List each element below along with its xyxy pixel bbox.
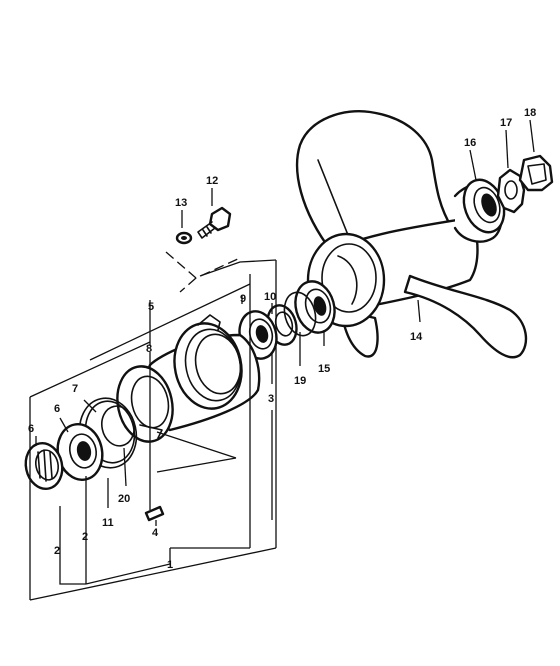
bearing-housing	[116, 314, 261, 443]
lock-washer-17	[496, 168, 526, 214]
callout-5: 5	[148, 301, 154, 313]
callout-2-right: 2	[82, 531, 88, 543]
callout-4: 4	[152, 527, 159, 539]
callout-14: 14	[410, 331, 423, 343]
callout-15: 15	[318, 363, 330, 375]
nut-13	[175, 231, 193, 245]
callout-12: 12	[206, 175, 218, 187]
bolt-12	[197, 206, 232, 239]
callout-2-left: 2	[54, 545, 60, 557]
propeller	[295, 110, 528, 359]
needle-bearing-2	[24, 441, 64, 491]
callout-11: 11	[102, 517, 114, 529]
callout-1: 1	[167, 559, 173, 571]
callout-10: 10	[264, 291, 276, 303]
callout-20: 20	[118, 493, 130, 505]
thrust-washer-16	[462, 178, 506, 234]
callout-labels: 1 2 2 3 4 5 6 6 7 8 9 10 11 12 13 14 15 …	[28, 107, 536, 571]
callout-19: 19	[294, 375, 306, 387]
callout-8: 8	[146, 343, 152, 355]
bearing-6	[56, 423, 104, 481]
callout-3: 3	[268, 393, 274, 405]
callout-18: 18	[524, 107, 536, 119]
bushing-15	[294, 280, 336, 334]
oring-20	[101, 405, 135, 447]
callout-7: 7	[72, 383, 78, 395]
callout-16: 16	[464, 137, 476, 149]
callout-17: 17	[500, 117, 512, 129]
leader-lines	[29, 119, 535, 601]
oring-10	[283, 291, 317, 337]
callout-13: 13	[175, 197, 187, 209]
callout-9: 9	[240, 293, 246, 305]
callout-6-outer: 6	[28, 423, 34, 435]
callout-6-inner: 6	[54, 403, 60, 415]
prop-nut-18	[518, 154, 554, 192]
pin-4	[144, 505, 165, 522]
